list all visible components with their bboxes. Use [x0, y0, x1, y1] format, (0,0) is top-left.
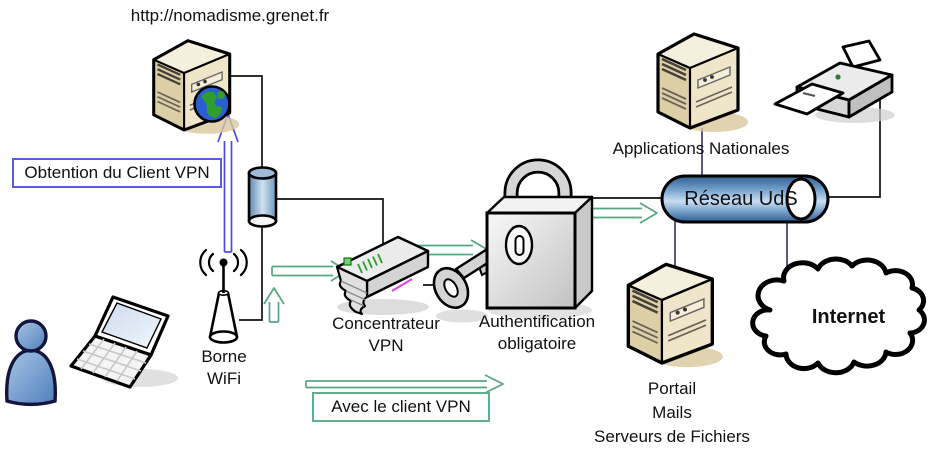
globe-icon [193, 85, 231, 123]
portail-server-icon [626, 262, 725, 369]
label-authentification-line1: Authentification [478, 312, 596, 331]
padlock-icon [485, 158, 594, 319]
label-borne-wifi-line1: Borne [201, 347, 247, 366]
label-authentification-line2: obligatoire [497, 334, 577, 353]
label-portail-line2: Mails [652, 403, 692, 422]
laptop-icon [69, 295, 178, 389]
web-server-icon [152, 39, 241, 136]
label-borne-wifi-line2: WiFi [207, 369, 241, 388]
callout-obtention-client-vpn: Obtention du Client VPN [12, 158, 222, 188]
page-title: http://nomadisme.grenet.fr [130, 6, 330, 25]
label-concentrateur-line1: Concentrateur [332, 314, 440, 333]
connector-link-to-concentrator [262, 198, 384, 263]
internet-cloud-icon [750, 256, 927, 376]
label-portail-line1: Portail [647, 379, 697, 398]
arrow-wifi-to-concentrator [271, 260, 348, 282]
arrow-avec-client-vpn [305, 374, 504, 394]
wifi-antenna-icon [199, 248, 248, 344]
label-applications-nationales: Applications Nationales [612, 139, 790, 158]
label-portail-mails-fichiers: Portail Mails Serveurs de Fichiers [577, 377, 767, 449]
label-authentification: Authentification obligatoire [457, 311, 617, 355]
user-icon [5, 319, 57, 407]
label-borne-wifi: Borne WiFi [179, 346, 269, 390]
vpn-concentrator-icon [335, 235, 430, 316]
printer-icon [773, 39, 895, 123]
label-reseau-uds: Réseau UdS [684, 188, 798, 210]
label-internet: Internet [811, 306, 886, 328]
callout-avec-client-vpn: Avec le client VPN [312, 392, 490, 422]
label-concentrateur-vpn: Concentrateur VPN [316, 313, 456, 357]
arrow-up-small [263, 287, 285, 323]
label-portail-line3: Serveurs de Fichiers [594, 427, 750, 446]
label-concentrateur-line2: VPN [368, 336, 404, 355]
arrow-lock-to-pipe [583, 202, 658, 224]
network-link-cylinder-icon [247, 166, 278, 228]
connector-lines-navy [674, 128, 788, 274]
network-pipe-icon [660, 174, 830, 224]
applications-server-icon [656, 32, 750, 134]
